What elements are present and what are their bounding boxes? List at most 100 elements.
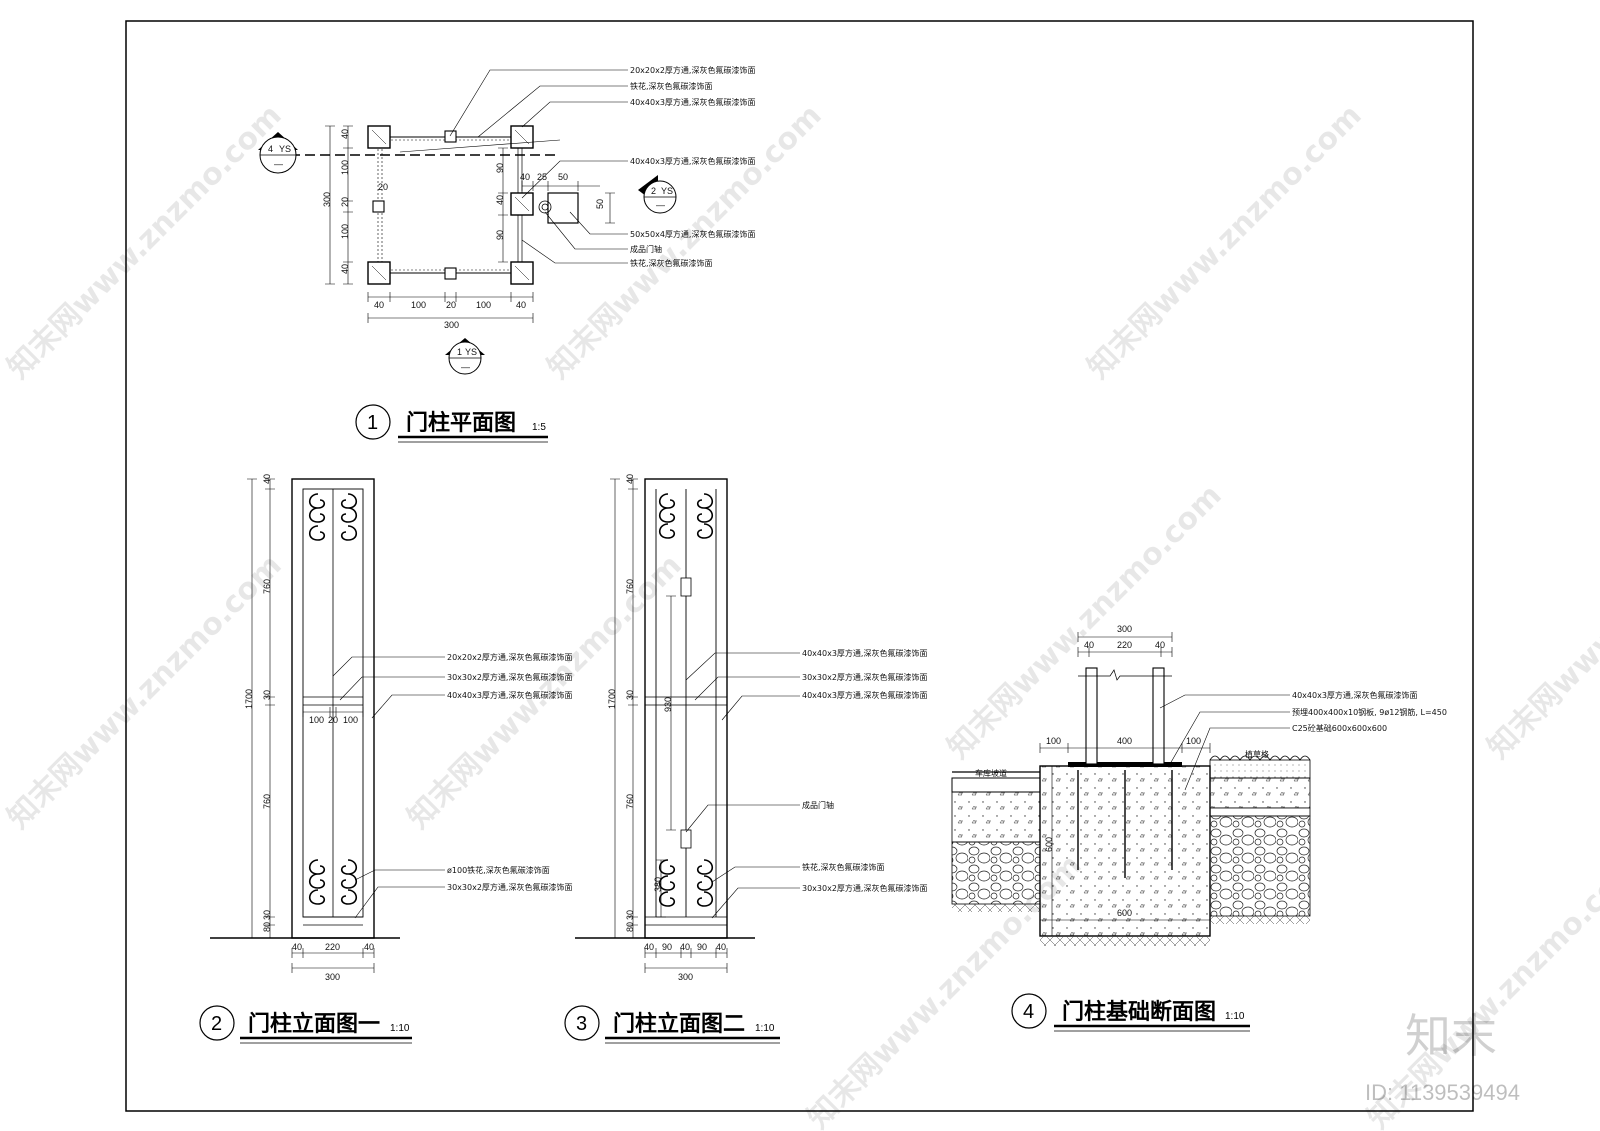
- elev1-dim-b2: 220: [325, 942, 340, 952]
- svg-text:—: —: [461, 362, 470, 372]
- plan-dim-r1: 90: [495, 163, 505, 173]
- svg-text:门柱立面图二: 门柱立面图二: [613, 1011, 745, 1037]
- elev2-dim-b3: 40: [680, 942, 690, 952]
- elev2-dim-vtotal: 1700: [607, 689, 617, 709]
- svg-text:1:10: 1:10: [390, 1023, 410, 1034]
- section-dim-t3: 40: [1155, 640, 1165, 650]
- elevation-2: [575, 478, 800, 973]
- elev2-note-2: 30x30x2厚方通,深灰色氟碳漆饰面: [802, 672, 927, 682]
- elev1-dim-v1: 40: [262, 474, 272, 484]
- elev2-dim-b4: 90: [697, 942, 707, 952]
- plan-dim-h2: 25: [537, 172, 547, 182]
- section-dim-t1: 40: [1084, 640, 1094, 650]
- elev2-dim-380: 380: [653, 877, 663, 892]
- elev1-dim-v2: 760: [262, 579, 272, 594]
- plan-dim-b1: 40: [374, 300, 384, 310]
- sheet-border: [125, 20, 1474, 1112]
- plan-dim-r2: 40: [495, 195, 505, 205]
- elev2-note-1: 40x40x3厚方通,深灰色氟碳漆饰面: [802, 648, 927, 658]
- watermark-logo: 知末: [1405, 1009, 1497, 1063]
- plan-dim-btotal: 300: [444, 320, 459, 330]
- plan-dim-b2: 100: [411, 300, 426, 310]
- plan-note-4: 40x40x3厚方通,深灰色氟碳漆饰面: [630, 156, 755, 166]
- svg-text:知末网www.znzmo.com: 知末网www.znzmo.com: [1, 98, 289, 386]
- elev2-dim-v1: 40: [625, 474, 635, 484]
- elev2-note-6: 30x30x2厚方通,深灰色氟碳漆饰面: [802, 883, 927, 893]
- elev2-title: 3 门柱立面图二 1:10: [564, 1005, 780, 1044]
- svg-text:4: 4: [268, 144, 273, 154]
- elev1-dim-v4: 760: [262, 794, 272, 809]
- svg-text:1:10: 1:10: [755, 1023, 775, 1034]
- elev1-note-1: 20x20x2厚方通,深灰色氟碳漆饰面: [447, 652, 572, 662]
- plan-dim-b3: 20: [446, 300, 456, 310]
- elev2-dim-v4: 760: [625, 794, 635, 809]
- elev1-dim-v3: 30: [262, 690, 272, 700]
- svg-text:—: —: [274, 159, 283, 169]
- elev1-dim-vtotal: 1700: [244, 689, 254, 709]
- plan-dim-b4: 100: [476, 300, 491, 310]
- svg-text:YS: YS: [465, 347, 477, 357]
- section-note-3: C25砼基础600x600x600: [1292, 723, 1387, 733]
- elev1-dim-v6: 80: [262, 922, 272, 932]
- plan-note-6: 成品门轴: [630, 244, 662, 254]
- section-note-1: 40x40x3厚方通,深灰色氟碳漆饰面: [1292, 690, 1417, 700]
- section-dim-m1: 100: [1046, 736, 1061, 746]
- section-mark-2: 2 YS —: [638, 175, 677, 214]
- svg-text:1:10: 1:10: [1225, 1011, 1245, 1022]
- elev2-dim-v3: 30: [625, 690, 635, 700]
- elev2-dim-v2: 760: [625, 579, 635, 594]
- section-dim-m3: 100: [1186, 736, 1201, 746]
- plan-dim-h1: 40: [520, 172, 530, 182]
- section-note-2: 预埋400x400x10钢板, 9ø12钢筋, L=450: [1292, 707, 1447, 717]
- svg-text:知末网www.znzmo.com: 知末网www.znzmo.com: [941, 478, 1229, 766]
- elev1-note-2: 30x30x2厚方通,深灰色氟碳漆饰面: [447, 672, 572, 682]
- section-dim-m2: 400: [1117, 736, 1132, 746]
- section-label-right: 植草格: [1245, 749, 1269, 759]
- elev2-dim-b2: 90: [662, 942, 672, 952]
- svg-text:知末网www.znzmo.com: 知末网www.znzmo.com: [1081, 98, 1369, 386]
- plan-note-5: 50x50x4厚方通,深灰色氟碳漆饰面: [630, 229, 755, 239]
- watermark: 知末网www.znzmo.com 知末网www.znzmo.com 知末网www…: [1, 98, 1600, 1131]
- plan-dim-hv: 50: [595, 199, 605, 209]
- section-dim-height: 600: [1044, 837, 1054, 852]
- svg-text:YS: YS: [279, 144, 291, 154]
- elev1-note-3: 40x40x3厚方通,深灰色氟碳漆饰面: [447, 690, 572, 700]
- section-dim-width: 600: [1117, 908, 1132, 918]
- foundation-section: [951, 632, 1311, 946]
- elev2-note-4: 成品门轴: [802, 800, 834, 810]
- elev2-dim-v6: 80: [625, 922, 635, 932]
- elev1-dim-b3: 40: [364, 942, 374, 952]
- plan-note-1: 20x20x2厚方通,深灰色氟碳漆饰面: [630, 65, 755, 75]
- svg-text:—: —: [656, 200, 665, 210]
- plan-dim-l4: 100: [340, 224, 350, 239]
- plan-note-3: 40x40x3厚方通,深灰色氟碳漆饰面: [630, 97, 755, 107]
- plan-dim-ltotal: 300: [322, 192, 332, 207]
- svg-text:YS: YS: [661, 186, 673, 196]
- plan-dim-l1: 40: [340, 129, 350, 139]
- elev1-dim-b1: 40: [292, 942, 302, 952]
- elev1-dim-i2: 20: [328, 715, 338, 725]
- svg-text:门柱立面图一: 门柱立面图一: [248, 1011, 380, 1037]
- elev2-dim-v5: 30: [625, 910, 635, 920]
- plan-note-2: 铁花,深灰色氟碳漆饰面: [630, 81, 713, 91]
- plan-note-7: 铁花,深灰色氟碳漆饰面: [630, 258, 713, 268]
- plan-title: 1 门柱平面图 1:5: [355, 404, 548, 443]
- plan-dim-b5: 40: [516, 300, 526, 310]
- section-label-left: 车库坡道: [975, 768, 1007, 778]
- plan-hinge-post: [547, 192, 579, 224]
- elev1-dim-btotal: 300: [325, 972, 340, 982]
- svg-text:4: 4: [1023, 1001, 1034, 1023]
- elev2-note-3: 40x40x3厚方通,深灰色氟碳漆饰面: [802, 690, 927, 700]
- plan-dim-inner20: 20: [378, 182, 388, 192]
- elev2-dim-btotal: 300: [678, 972, 693, 982]
- elev1-dim-v5: 30: [262, 910, 272, 920]
- section-dim-ttotal: 300: [1117, 624, 1132, 634]
- elev2-note-5: 铁花,深灰色氟碳漆饰面: [802, 862, 885, 872]
- section-mark-4: 4 YS —: [258, 132, 298, 174]
- svg-text:2: 2: [651, 186, 656, 196]
- watermark-id: ID: 1139539494: [1365, 1080, 1520, 1105]
- elev1-title: 2 门柱立面图一 1:10: [199, 1005, 412, 1044]
- section-dim-t2: 220: [1117, 640, 1132, 650]
- elev2-dim-b1: 40: [644, 942, 654, 952]
